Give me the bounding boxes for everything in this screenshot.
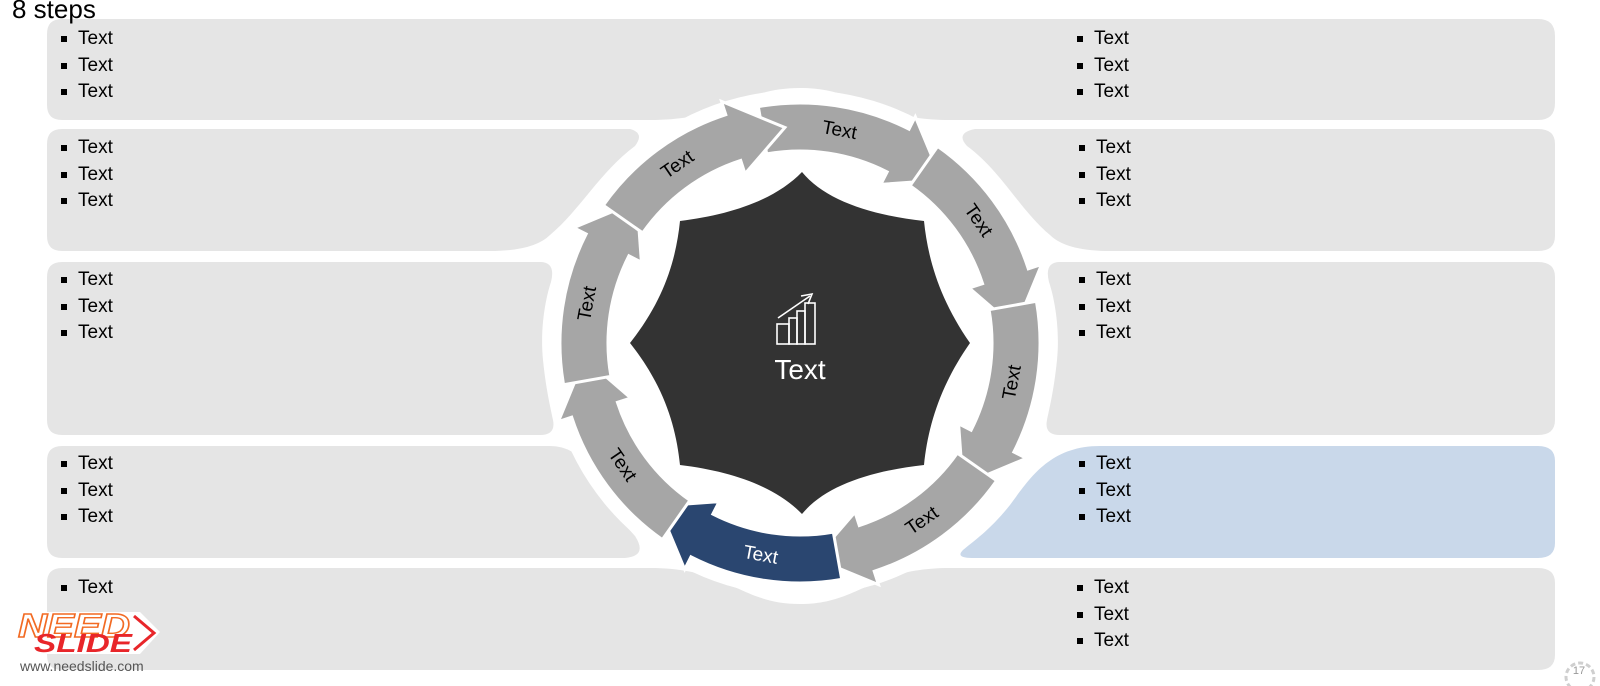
cycle-arrow-8 [601, 98, 788, 235]
cycle-arrow-2 [908, 144, 1045, 331]
cycle-arrow-1 [756, 101, 944, 187]
cycle-arrow-7 [558, 199, 644, 387]
panel-upper-left [47, 129, 639, 251]
center-star-shape [630, 172, 970, 514]
needslide-logo [14, 612, 160, 654]
cycle-arrow-6 [555, 355, 692, 542]
panel-bottom [47, 568, 1555, 670]
cycle-arrow-3 [956, 299, 1042, 487]
page-number-gear-icon [1564, 661, 1596, 686]
panel-lower-left [47, 446, 640, 558]
cycle-arrow-5 [656, 499, 844, 585]
panel-upper-right [962, 129, 1555, 251]
cycle-arrows [555, 98, 1045, 588]
panel-middle-left [47, 262, 554, 435]
panel-lower-right-highlight [960, 446, 1555, 558]
growth-chart-icon [776, 292, 816, 345]
panel-middle-right [1046, 262, 1555, 435]
panel-top [47, 19, 1555, 120]
cycle-arrow-4 [812, 451, 999, 588]
